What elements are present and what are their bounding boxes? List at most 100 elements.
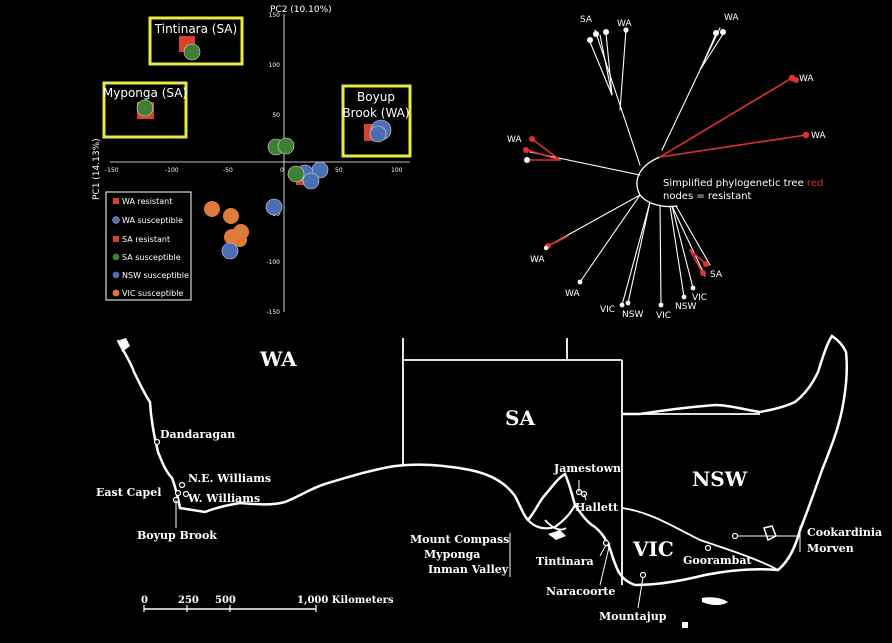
site-marker: [704, 544, 712, 552]
site-label-naracoorte: Naracoorte: [546, 585, 615, 598]
pca-x-tick: -100: [165, 167, 179, 174]
site-marker: [639, 571, 647, 579]
tree-branch: [627, 201, 651, 304]
site-marker: [178, 481, 186, 489]
site-label-jamestown: Jamestown: [553, 462, 621, 475]
island: [702, 597, 728, 605]
australia-map: WA SA NSW VIC: [96, 334, 882, 628]
site-marker: [602, 539, 610, 547]
highlight-box-boyup-brook: Boyup Brook (WA): [341, 84, 412, 158]
pca-y-tick: 50: [272, 112, 280, 119]
tree-tip-resistant: [523, 147, 529, 153]
border-nsw-vic: [621, 507, 779, 571]
pca-x-tick: -50: [223, 167, 233, 174]
pca-y-tick: 150: [269, 12, 281, 19]
pca-x-axis-label: PC2 (10.10%): [270, 5, 332, 15]
tree-caption-line1: Simplified phylogenetic tree red: [663, 178, 823, 189]
pca-y-tick: 100: [269, 62, 281, 69]
island: [763, 525, 777, 542]
site-marker: [731, 532, 739, 540]
tree-branch: [621, 201, 651, 306]
site-marker: [174, 489, 182, 497]
tree-tip: [619, 302, 625, 308]
coastline-gulf: [544, 519, 567, 531]
pca-points: [136, 36, 392, 260]
pca-x-ticks: -150 -100 -50 0 50 100: [105, 167, 403, 174]
tree-tip-label: NSW: [675, 302, 696, 312]
scale-bar: 0 250 500 1,000 Kilometers: [141, 595, 394, 612]
tree-branch: [671, 205, 706, 277]
site-label-tintinara: Tintinara: [536, 555, 594, 568]
tree-branch: [699, 33, 717, 71]
highlight-frame: [148, 16, 244, 66]
legend-item: SA resistant: [122, 235, 170, 244]
state-label-sa: SA: [505, 406, 535, 430]
site-leaders: [175, 480, 801, 609]
site-labels: Dandaragan N.E. Williams East Capel W. W…: [96, 428, 882, 623]
tree-tip-labels: SA WA WA WA WA WA WA WA SA VIC NSW VIC N…: [507, 13, 826, 321]
site-label-inman-valley: Inman Valley: [428, 563, 509, 576]
scale-label: 1,000 Kilometers: [297, 595, 394, 606]
tree-resistant-branch: [689, 249, 707, 265]
sa-susceptible-point: [287, 165, 305, 183]
tree-tip: [720, 29, 726, 35]
tree-branch: [661, 27, 721, 151]
pca-x-tick: -150: [105, 167, 119, 174]
pca-x-tick: 50: [335, 167, 343, 174]
tree-branch: [589, 41, 613, 96]
pca-panel: PC2 (10.10%) PC1 (14.13%) -150 -100 -50 …: [90, 0, 420, 320]
site-marker: [182, 490, 190, 498]
highlight-frame: [341, 84, 412, 158]
tree-tip: [690, 285, 696, 291]
vic-susceptible-point: [223, 208, 239, 224]
sa-susceptible-point: [277, 137, 295, 155]
nsw-susceptible-point: [265, 198, 283, 216]
coastline: [116, 334, 849, 587]
pca-y-tick: -100: [266, 259, 280, 266]
tree-branch: [669, 205, 685, 298]
tree-tip-resistant: [529, 136, 535, 142]
tree-tip: [543, 245, 549, 251]
tree-tip-resistant: [703, 261, 709, 267]
site-label-boyup-brook: Boyup Brook: [137, 529, 217, 542]
nsw-susceptible-point: [221, 242, 239, 260]
highlight-label: Tintinara (SA): [154, 22, 237, 36]
legend-item: VIC susceptible: [122, 289, 183, 298]
tree-tips: [523, 27, 810, 308]
site-label-w-williams: W. Williams: [187, 492, 260, 505]
tree-branch: [675, 205, 711, 266]
pca-x-tick: 0: [280, 167, 284, 174]
tree-tip: [625, 300, 631, 306]
tree-caption-red-word: red: [807, 178, 823, 189]
tree-branch: [671, 205, 694, 289]
tree-branch: [699, 33, 724, 71]
legend-item: SA susceptible: [122, 253, 181, 262]
tree-tip: [587, 37, 593, 43]
tree-tip: [603, 29, 609, 35]
legend-swatch: [112, 216, 120, 224]
tree-tip-resistant: [793, 77, 799, 83]
state-label-wa: WA: [259, 347, 297, 371]
scale-label: 500: [215, 595, 236, 606]
highlight-label: Brook (WA): [342, 106, 409, 120]
site-label-myponga: Myponga: [424, 548, 480, 561]
scale-label: 250: [178, 595, 199, 606]
site-label-dandaragan: Dandaragan: [160, 428, 235, 441]
tree-tip: [577, 279, 583, 285]
tree-tip-label: SA: [710, 270, 723, 280]
tree-tip-label: WA: [565, 289, 580, 299]
leader-line: [599, 544, 607, 557]
tree-tip-label: VIC: [600, 305, 615, 315]
tree-resistant-branch: [689, 249, 703, 273]
tree-tip-label: VIC: [692, 293, 707, 303]
highlight-box-myponga: Myponga (SA): [102, 81, 188, 139]
tree-tip: [623, 27, 629, 33]
phylogenetic-tree: SA WA WA WA WA WA WA WA SA VIC NSW VIC N…: [507, 13, 826, 321]
tree-caption-prefix: Simplified phylogenetic tree: [663, 178, 807, 189]
tree-tip-label: WA: [811, 131, 826, 141]
site-label-morven: Morven: [807, 542, 854, 555]
legend-swatch: [112, 271, 120, 279]
scale-label: 0: [141, 595, 148, 606]
tree-resistant-branch: [659, 77, 793, 158]
tree-tip: [713, 30, 719, 36]
